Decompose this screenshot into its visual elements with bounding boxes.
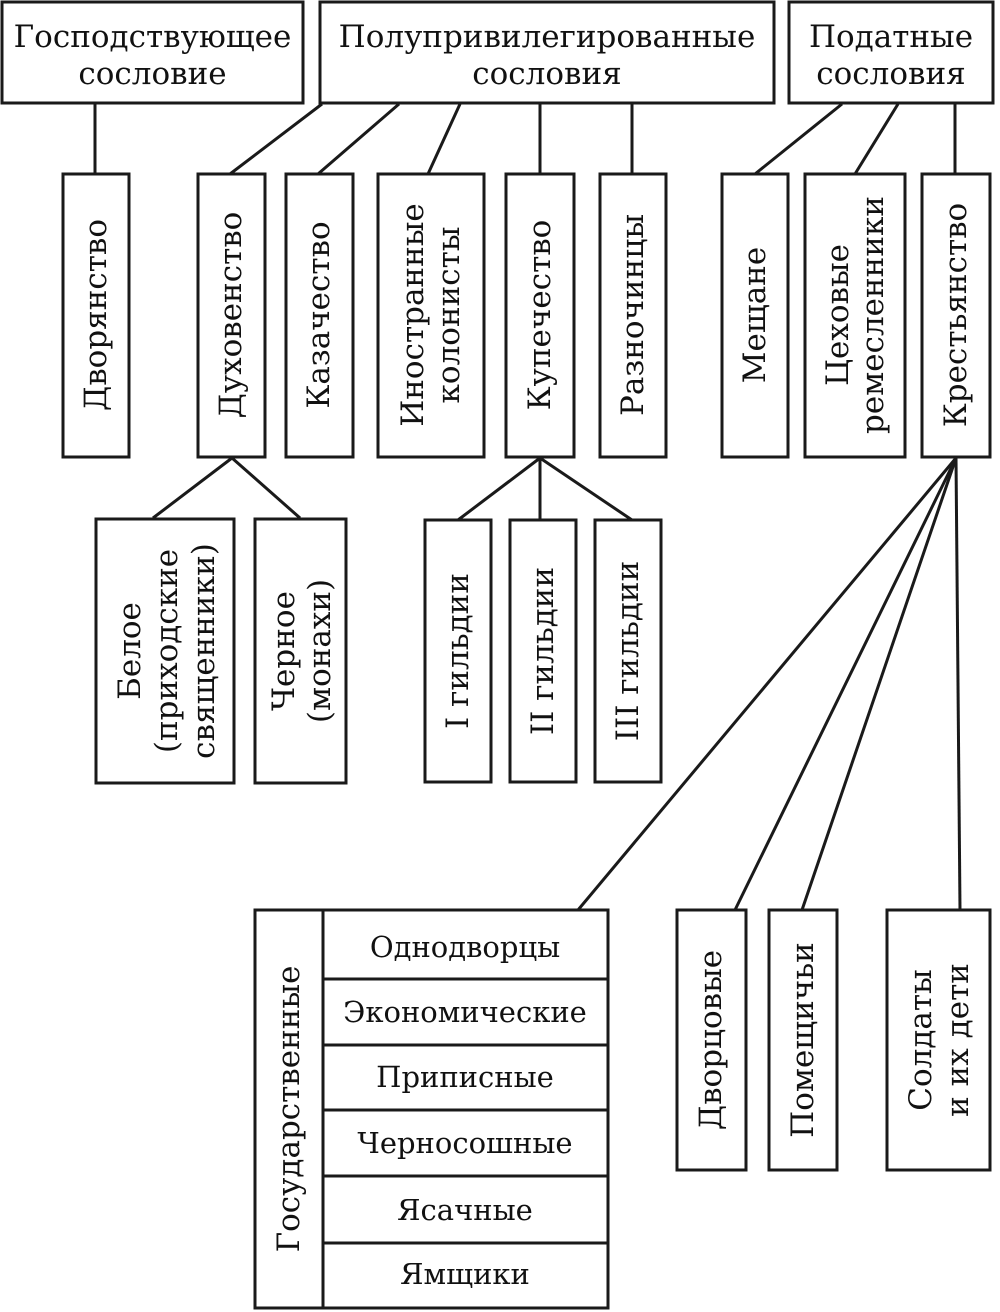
second-guild-box: II гильдии: [508, 518, 578, 784]
clergy-box: Духовенство: [196, 172, 267, 459]
connector: [539, 456, 633, 522]
court-peasants-box: Дворцовые: [675, 908, 748, 1172]
artisans-line-2: ремесленники: [855, 196, 891, 434]
taxed-line-2: сословия: [816, 56, 965, 92]
townspeople-label: Мещане: [737, 247, 773, 383]
connector: [954, 457, 962, 911]
connector: [733, 457, 958, 911]
connector: [229, 102, 323, 176]
connector: [152, 456, 233, 520]
connector: [754, 102, 843, 176]
connectors: [93, 102, 962, 911]
list-item: Ямщики: [400, 1257, 530, 1291]
colonists-line-1: Иностранные: [395, 203, 431, 427]
colonists-line-2: колонисты: [431, 227, 467, 404]
peasantry-label: Крестьянство: [938, 203, 974, 427]
first-guild-label: I гильдии: [440, 573, 476, 729]
connector: [457, 456, 541, 522]
white-clergy-box: Белое (приходские священники): [94, 517, 236, 785]
list-item-label: Черносошные: [357, 1126, 572, 1160]
nobility-box: Дворянство: [61, 172, 131, 459]
list-item: Экономические: [323, 995, 608, 1047]
list-item: Черносошные: [323, 1126, 608, 1178]
ruling-line-1: Господствующее: [14, 19, 292, 55]
artisans-line-1: Цеховые: [820, 244, 856, 386]
list-item: Однодворцы: [323, 930, 608, 981]
court-peasants-label: Дворцовые: [693, 950, 729, 1130]
list-item: Приписные: [323, 1060, 608, 1112]
clergy-label: Духовенство: [213, 212, 249, 419]
white-clergy-line-3: священники): [186, 543, 222, 759]
third-guild-label: III гильдии: [610, 561, 646, 741]
connector: [576, 457, 958, 911]
connector: [800, 457, 958, 911]
raznochintsy-label: Разночинцы: [615, 214, 651, 416]
state-peasants-box: Государственные Однодворцы Экономические…: [253, 908, 610, 1310]
connector: [231, 456, 301, 520]
state-peasants-list: Однодворцы Экономические Приписные Черно…: [323, 930, 608, 1291]
taxed-line-1: Податные: [809, 19, 973, 55]
ruling-estate-box: Господствующее сословие: [0, 0, 305, 105]
semi-line-1: Полупривилегированные: [339, 19, 756, 55]
raznochintsy-box: Разночинцы: [598, 172, 668, 459]
townspeople-box: Мещане: [720, 172, 790, 459]
merchants-label: Купечество: [522, 220, 558, 411]
second-guild-label: II гильдии: [525, 567, 561, 735]
white-clergy-line-1: Белое: [112, 602, 148, 700]
guild-artisans-box: Цеховые ремесленники: [803, 172, 907, 459]
peasantry-box: Крестьянство: [920, 172, 992, 459]
soldiers-line-1: Солдаты: [903, 969, 939, 1110]
list-item-label: Ясачные: [397, 1193, 533, 1227]
connector: [853, 103, 900, 175]
landlord-peasants-label: Помещичьи: [785, 942, 821, 1138]
nobility-label: Дворянство: [78, 219, 114, 411]
ruling-line-2: сословие: [78, 56, 226, 92]
black-clergy-box: Черное (монахи): [253, 517, 348, 785]
list-item: Ясачные: [323, 1193, 608, 1245]
list-item-label: Экономические: [343, 995, 587, 1029]
soldiers-and-children-box: Солдаты и их дети: [885, 908, 992, 1172]
white-clergy-line-2: (приходские: [149, 549, 185, 753]
list-item-label: Однодворцы: [370, 930, 560, 964]
state-peasants-label: Государственные: [271, 966, 307, 1253]
semi-line-2: сословия: [472, 56, 621, 92]
black-clergy-line-1: Черное: [266, 591, 302, 711]
soldiers-line-2: и их дети: [940, 963, 976, 1117]
cossacks-box: Казачество: [284, 172, 355, 459]
semi-privileged-estates-box: Полупривилегированные сословия: [318, 0, 776, 105]
black-clergy-line-2: (монахи): [302, 579, 338, 723]
list-item-label: Приписные: [376, 1060, 554, 1094]
landlord-peasants-box: Помещичьи: [767, 908, 839, 1172]
connector: [317, 102, 400, 176]
taxed-estates-box: Податные сословия: [787, 0, 995, 105]
foreign-colonists-box: Иностранные колонисты: [376, 172, 486, 459]
merchants-box: Купечество: [504, 172, 576, 459]
third-guild-box: III гильдии: [593, 518, 663, 784]
cossacks-label: Казачество: [301, 221, 337, 408]
first-guild-box: I гильдии: [423, 518, 493, 784]
list-item-label: Ямщики: [400, 1257, 530, 1291]
connector: [426, 103, 462, 175]
